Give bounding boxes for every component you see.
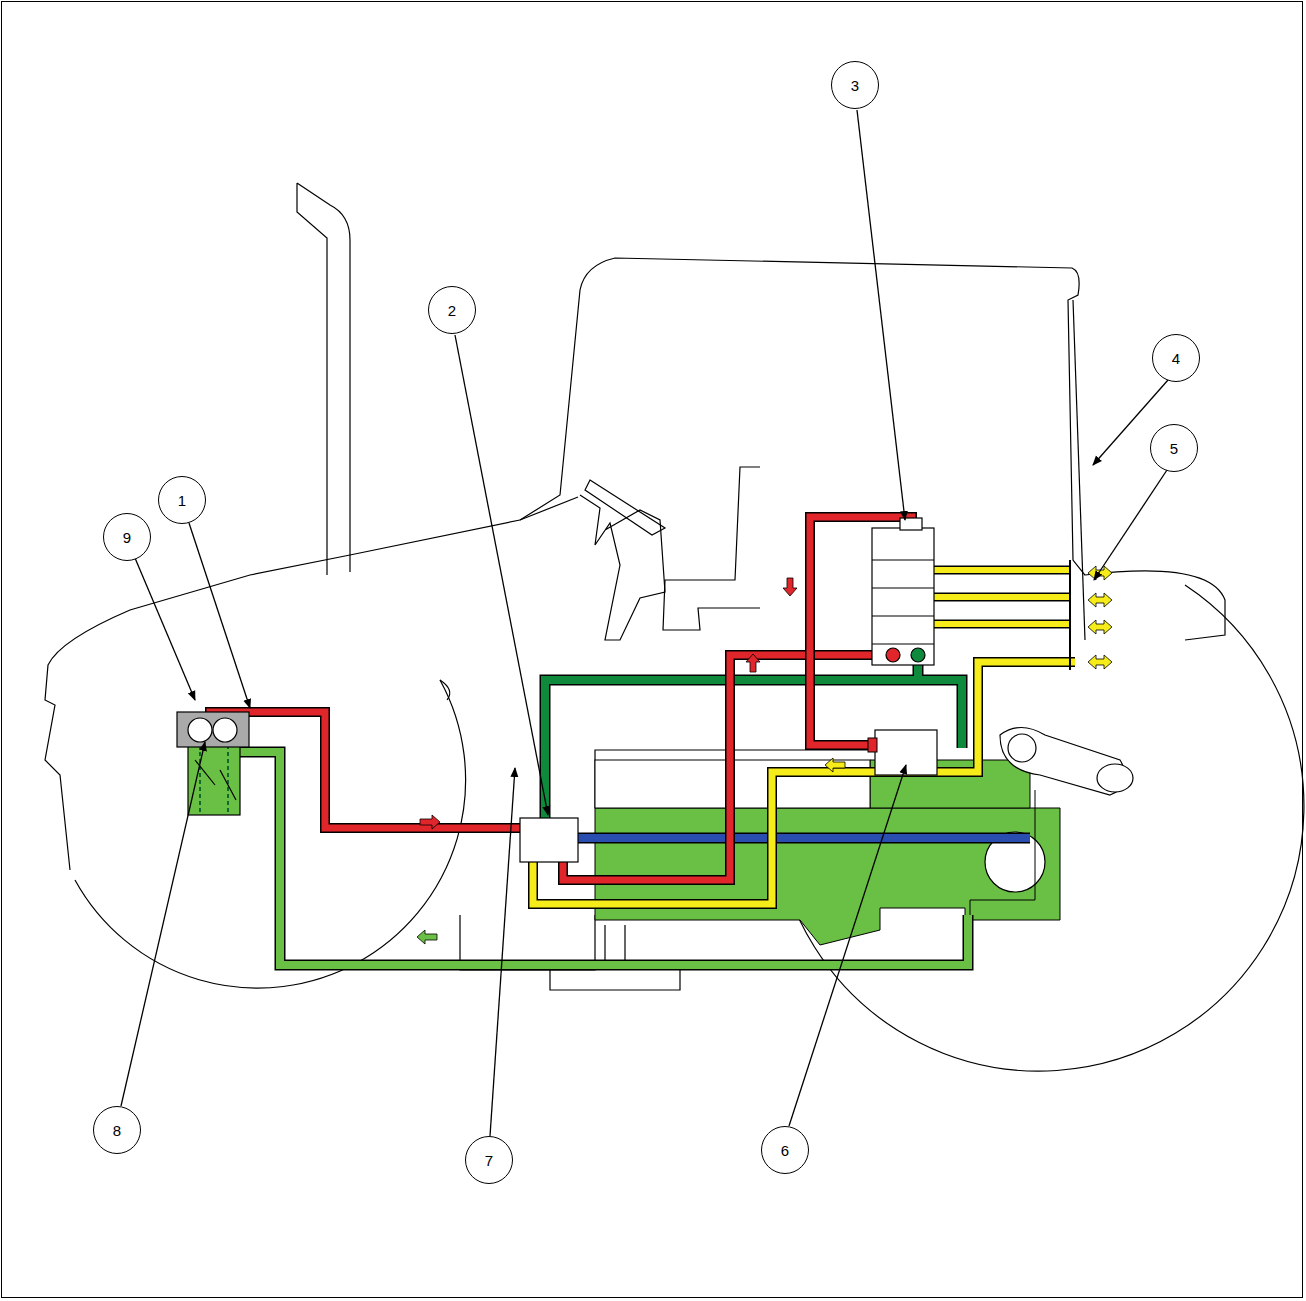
callout-text: 1 xyxy=(178,493,186,508)
callout-text: 5 xyxy=(1170,441,1178,456)
leader-lines xyxy=(121,110,1168,1136)
callout-number: 9 xyxy=(103,513,151,561)
callout-text: 7 xyxy=(485,1153,493,1168)
callout-number: 5 xyxy=(1150,424,1198,472)
tractor-outline xyxy=(45,183,1304,1071)
callout-number: 7 xyxy=(465,1136,513,1184)
callout-number: 4 xyxy=(1152,334,1200,382)
callout-number: 6 xyxy=(761,1126,809,1174)
callout-text: 2 xyxy=(448,303,456,318)
valve-stack xyxy=(872,518,934,665)
callout-text: 4 xyxy=(1172,351,1180,366)
lift-arm xyxy=(1000,728,1133,796)
callout-number: 8 xyxy=(93,1106,141,1154)
pump xyxy=(177,712,249,815)
callout-number: 1 xyxy=(158,476,206,524)
transmission-housing xyxy=(595,760,1060,945)
flow-arrows xyxy=(417,566,1112,944)
yellow-lines xyxy=(533,560,1075,904)
callout-text: 8 xyxy=(113,1123,121,1138)
valve-block xyxy=(520,818,578,862)
callout-text: 6 xyxy=(781,1143,789,1158)
valve-6 xyxy=(875,730,937,775)
callout-number: 3 xyxy=(831,61,879,109)
callout-text: 3 xyxy=(851,78,859,93)
callout-number: 2 xyxy=(428,286,476,334)
red-lines xyxy=(210,517,912,880)
callout-text: 9 xyxy=(123,530,131,545)
dark-green-lines xyxy=(545,660,962,820)
